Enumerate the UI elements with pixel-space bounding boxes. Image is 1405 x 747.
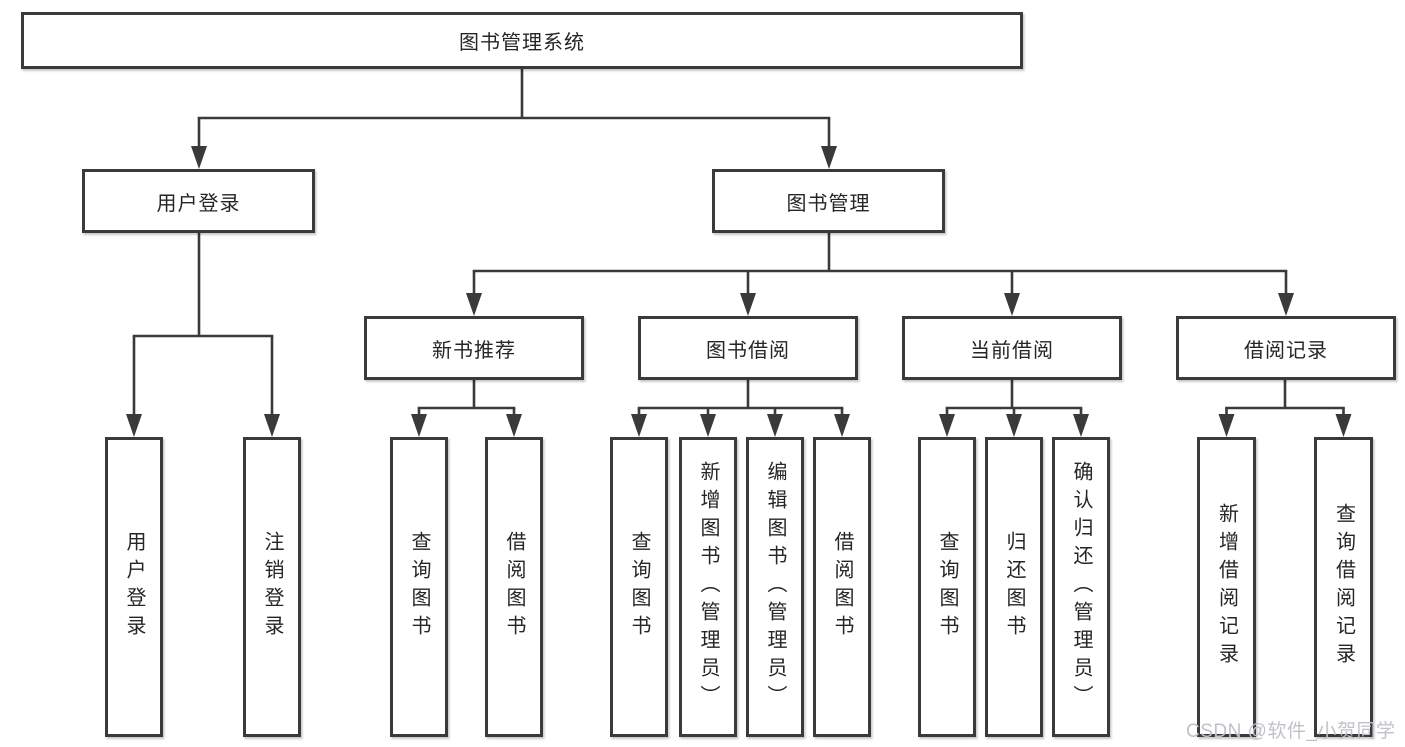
node-root: 图书管理系统 <box>21 12 1023 69</box>
watermark: CSDN @软件_小贺同学 <box>1186 721 1396 742</box>
node-leaf-bb-borrow-books: 借阅图书 <box>813 437 871 737</box>
node-leaf-logout: 注销登录 <box>243 437 301 737</box>
node-leaf-nbr-borrow-books: 借阅图书 <box>485 437 543 737</box>
node-leaf-cb-return-books: 归还图书 <box>985 437 1043 737</box>
node-book-mgmt: 图书管理 <box>712 169 945 233</box>
node-leaf-user-login: 用户登录 <box>105 437 163 737</box>
node-leaf-cb-query-books: 查询图书 <box>918 437 976 737</box>
node-current-borrow: 当前借阅 <box>902 316 1122 380</box>
node-leaf-cb-confirm-return-admin: 确认归还（管理员） <box>1052 437 1110 737</box>
node-leaf-br-query-record: 查询借阅记录 <box>1314 437 1373 737</box>
node-book-borrow: 图书借阅 <box>638 316 858 380</box>
node-borrow-records: 借阅记录 <box>1176 316 1396 380</box>
node-leaf-br-add-record: 新增借阅记录 <box>1197 437 1256 737</box>
node-new-book-rec: 新书推荐 <box>364 316 584 380</box>
node-leaf-nbr-query-books: 查询图书 <box>390 437 448 737</box>
node-leaf-bb-edit-books-admin: 编辑图书（管理员） <box>746 437 804 737</box>
node-leaf-bb-query-books: 查询图书 <box>610 437 668 737</box>
node-user-login: 用户登录 <box>82 169 315 233</box>
node-leaf-bb-add-books-admin: 新增图书（管理员） <box>679 437 737 737</box>
